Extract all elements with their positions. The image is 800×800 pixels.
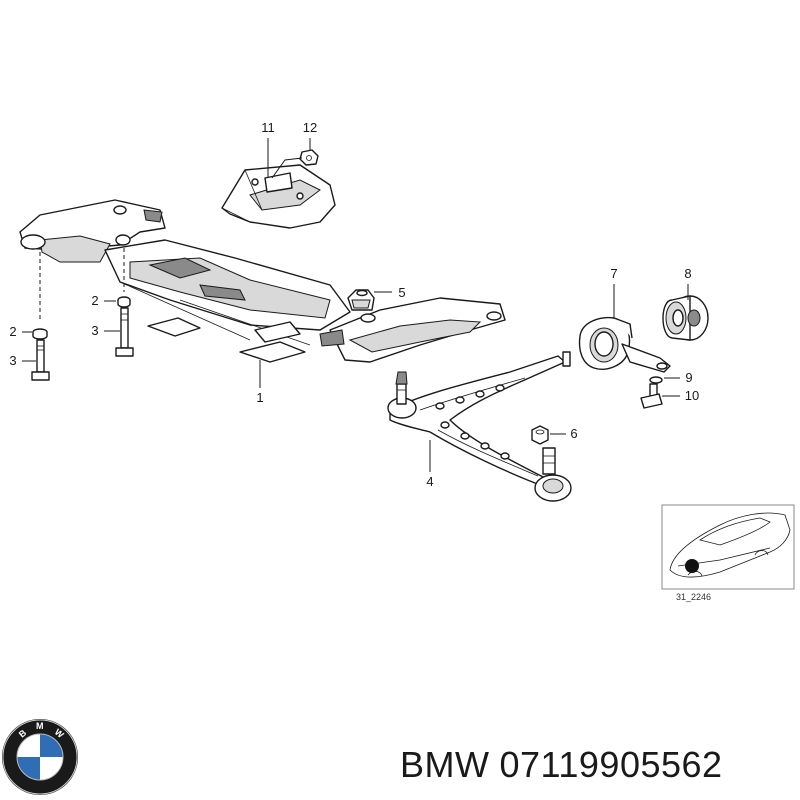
callout-11: 11 xyxy=(261,120,275,135)
axle-subframe xyxy=(19,199,506,363)
rubber-bushing-8 xyxy=(662,295,709,341)
callout-12: 12 xyxy=(303,120,317,135)
callout-3-middle: 3 xyxy=(91,323,98,338)
brand-name: BMW xyxy=(400,744,490,785)
washer-9 xyxy=(649,376,663,384)
washer-2-left xyxy=(32,328,48,340)
part-number-caption: BMW 07119905562 xyxy=(400,740,800,790)
vehicle-location-inset xyxy=(661,504,795,590)
bmw-logo: B M W xyxy=(2,719,78,795)
callout-5: 5 xyxy=(398,285,405,300)
svg-text:M: M xyxy=(36,721,44,731)
callout-1: 1 xyxy=(256,390,263,405)
wishbone-control-arm xyxy=(387,351,572,502)
callout-9: 9 xyxy=(685,370,692,385)
inset-diagram-code: 31_2246 xyxy=(676,592,711,602)
callout-8: 8 xyxy=(684,266,691,281)
bolt-3-middle xyxy=(115,307,134,357)
part-number: 07119905562 xyxy=(499,744,723,785)
bearing-bracket-7 xyxy=(578,316,671,373)
callout-7: 7 xyxy=(610,266,617,281)
callout-10: 10 xyxy=(685,388,699,403)
callout-4: 4 xyxy=(426,474,433,489)
mount-nut-5 xyxy=(347,289,375,311)
callout-6: 6 xyxy=(570,426,577,441)
callout-2-left: 2 xyxy=(9,324,16,339)
callout-3-left: 3 xyxy=(9,353,16,368)
bolt-10 xyxy=(640,383,663,409)
heat-shield-bracket xyxy=(221,164,336,229)
bolt-3-left xyxy=(31,339,50,381)
nut-6 xyxy=(531,425,549,445)
washer-2-middle xyxy=(117,296,131,308)
svg-text:B: B xyxy=(17,727,29,739)
nut-12 xyxy=(299,149,319,166)
callout-2-middle: 2 xyxy=(91,293,98,308)
